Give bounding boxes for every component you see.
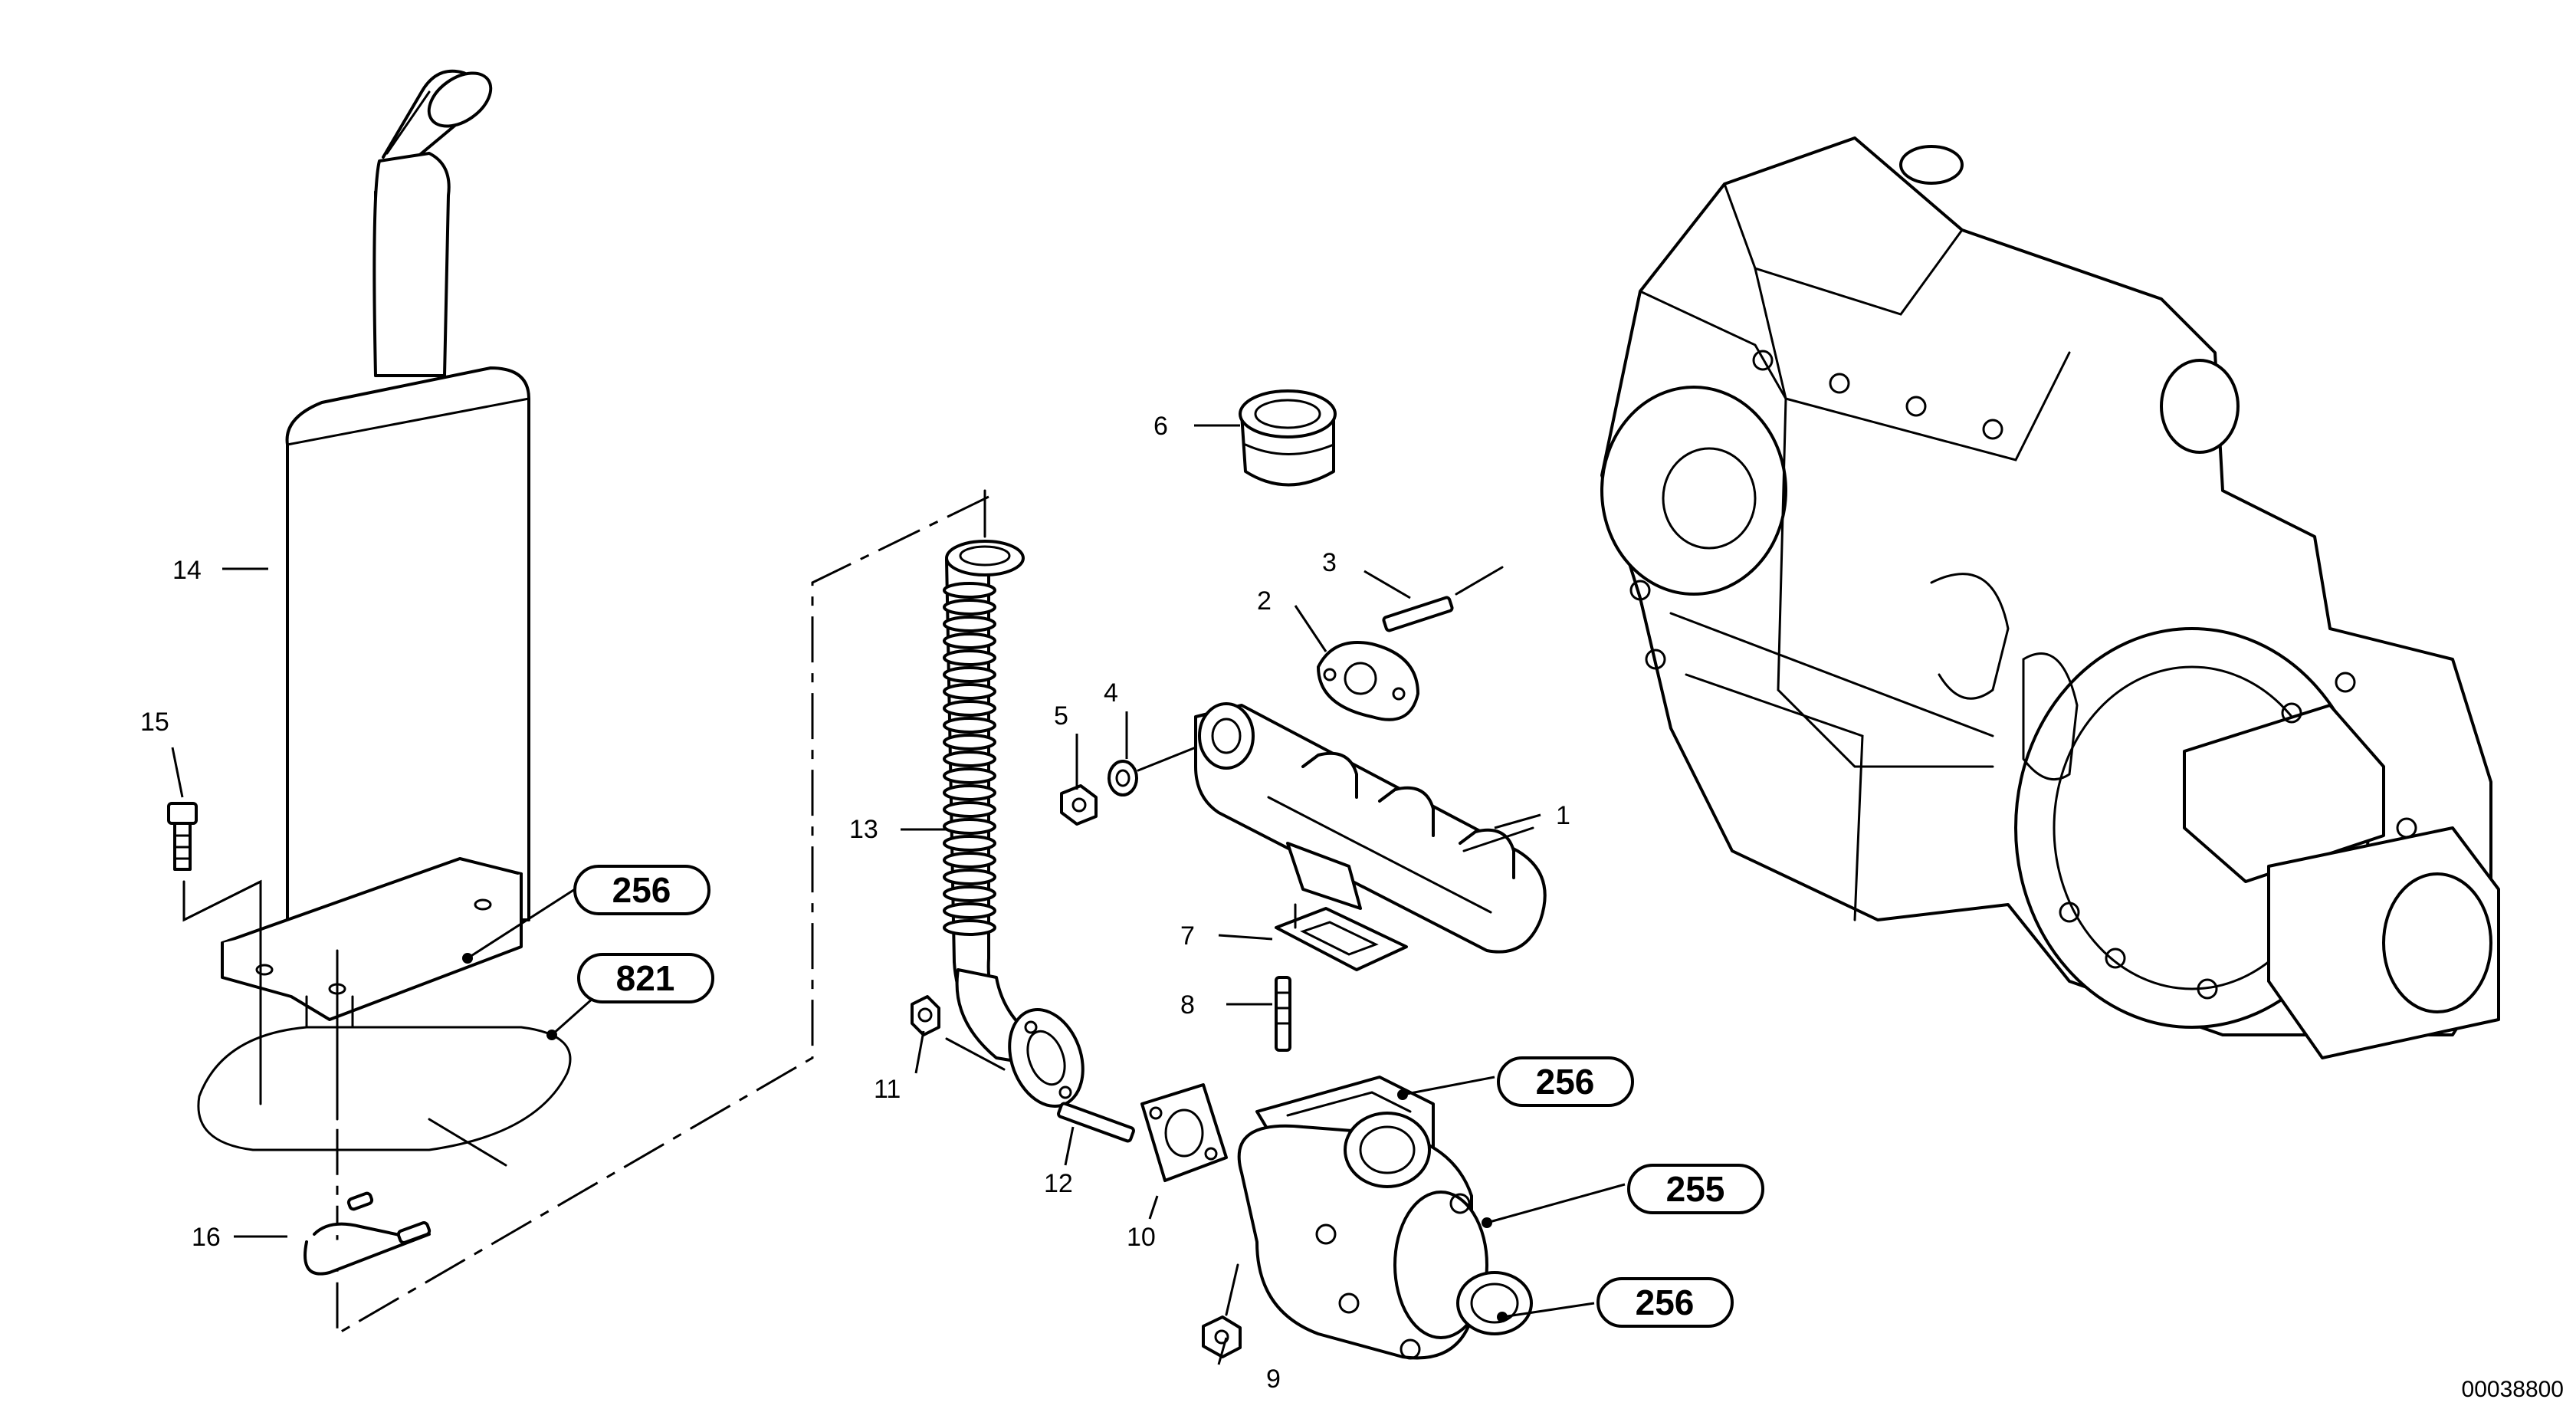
reference-callout: 256 (1497, 1056, 1634, 1107)
reference-label: 821 (616, 958, 675, 998)
pipe-corrugation (943, 582, 996, 599)
gasket-10 (1140, 1083, 1228, 1182)
stud-3 (1382, 566, 1504, 632)
gasket-2 (1317, 641, 1419, 721)
part-number: 13 (849, 815, 878, 844)
reference-callout: 256 (1596, 1277, 1734, 1328)
pipe-corrugation (943, 750, 996, 767)
reference-label: 256 (1636, 1283, 1695, 1322)
pipe-corrugation (943, 852, 996, 869)
exhaust-oval (197, 1026, 572, 1167)
reference-callout: 255 (1627, 1164, 1764, 1214)
pipe-corrugation (943, 734, 996, 750)
reference-callouts: 256 821 256 255 256 (573, 865, 1764, 1328)
pipe-corrugation (943, 632, 996, 649)
part-number: 5 (1054, 701, 1068, 731)
part-number: 9 (1266, 1365, 1281, 1394)
engine-assembly (1600, 136, 2500, 1059)
drawing-code: 00038800 (2462, 1377, 2564, 1402)
part-number: 3 (1322, 548, 1337, 577)
reference-label: 256 (1536, 1062, 1595, 1102)
pipe-corrugation (943, 818, 996, 835)
part-number: 12 (1044, 1169, 1073, 1198)
part-number: 7 (1180, 921, 1195, 951)
exhaust-manifold (1194, 702, 1547, 954)
pipe-corrugation (943, 869, 996, 885)
nut-11 (911, 995, 1006, 1071)
flex-pipe (943, 489, 1085, 1108)
pipe-corrugation (943, 700, 996, 717)
nut-9 (1202, 1263, 1242, 1358)
pipe-corrugation (943, 919, 996, 936)
gasket-7 (1275, 903, 1408, 971)
pipe-corrugation (943, 902, 996, 919)
reference-label: 256 (612, 870, 671, 910)
part-number: 8 (1180, 990, 1195, 1020)
muffler (182, 69, 530, 1121)
bolt-15 (167, 802, 262, 922)
pipe-corrugation (943, 835, 996, 852)
part-number: 1 (1556, 801, 1570, 830)
stud-12 (1057, 1102, 1135, 1143)
washer-4 (1108, 746, 1197, 796)
part-number: 16 (192, 1223, 221, 1252)
part-number: 10 (1127, 1223, 1156, 1252)
pipe-corrugation (943, 616, 996, 632)
pipe-corrugation (943, 784, 996, 801)
part-number: 11 (874, 1075, 901, 1104)
pipe-corrugation (943, 717, 996, 734)
pipe-corrugation (943, 885, 996, 902)
reference-label: 255 (1666, 1169, 1725, 1209)
sleeve-6 (1239, 389, 1337, 487)
pipe-corrugation (943, 599, 996, 616)
part-number: 2 (1257, 586, 1272, 616)
turbocharger (1237, 1076, 1533, 1360)
assembly-boundary (336, 495, 989, 1336)
nut-5 (1060, 784, 1098, 826)
pipe-corrugation (943, 683, 996, 700)
part-numbers: 1 2 3 4 5 6 7 8 9 10 11 12 13 14 15 16 (140, 412, 1570, 1394)
pipe-corrugation (943, 649, 996, 666)
part-number: 15 (140, 708, 169, 737)
pipe-corrugation (943, 801, 996, 818)
part-number: 6 (1153, 412, 1168, 441)
pipe-corrugation (943, 666, 996, 683)
reference-callout: 821 (577, 953, 714, 1003)
leader-lines (171, 424, 1541, 1365)
stud-8 (1275, 976, 1291, 1052)
u-bolt-clamp (304, 1191, 432, 1276)
pipe-corrugation (943, 767, 996, 784)
part-number: 14 (172, 556, 202, 585)
part-number: 4 (1104, 678, 1118, 708)
reference-callout: 256 (573, 865, 710, 915)
